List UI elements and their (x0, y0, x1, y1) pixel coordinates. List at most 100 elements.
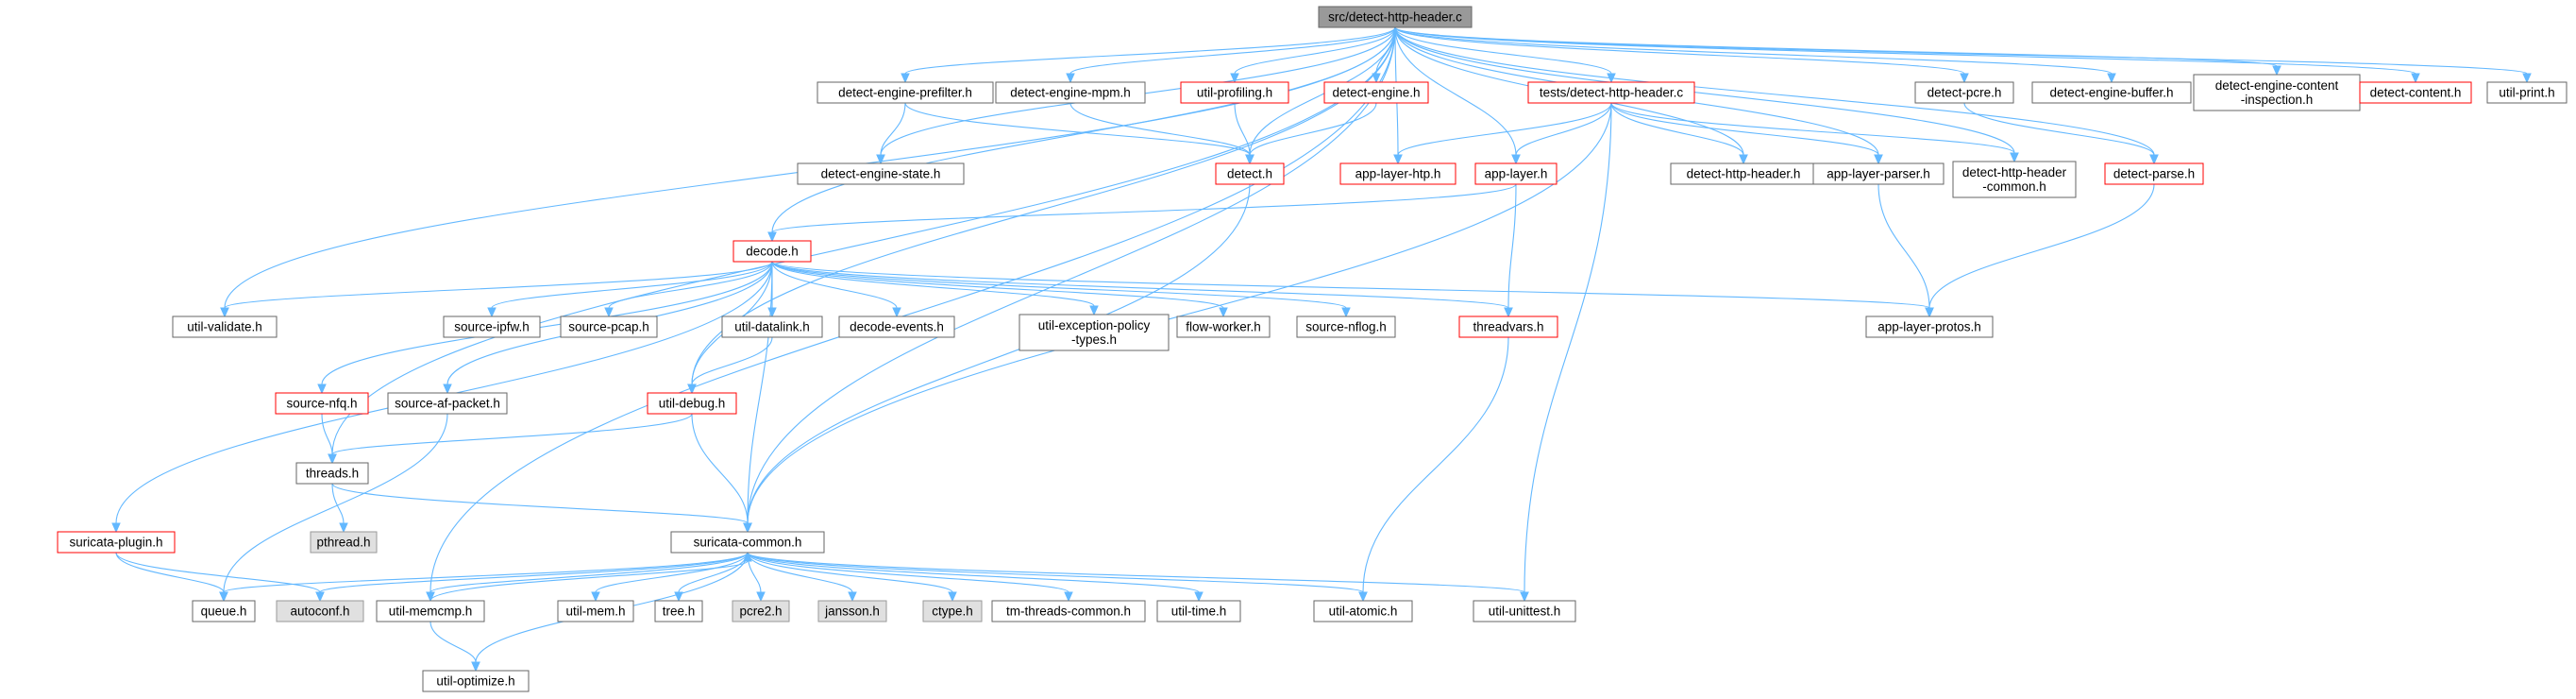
graph-node-httpheader[interactable]: detect-http-header.h (1670, 162, 1817, 185)
graph-node-detect[interactable]: detect.h (1215, 162, 1285, 185)
graph-node-afpacket[interactable]: source-af-packet.h (387, 392, 508, 415)
graph-node-prefilter[interactable]: detect-engine-prefilter.h (817, 81, 994, 104)
node-box (2104, 162, 2204, 185)
node-label: threadvars.h (1473, 320, 1543, 334)
arrowhead (876, 154, 885, 165)
graph-node-tests[interactable]: tests/detect-http-header.c (1527, 81, 1695, 104)
graph-node-memcmp[interactable]: util-memcmp.h (376, 600, 485, 622)
graph-node-engine[interactable]: detect-engine.h (1323, 81, 1429, 104)
node-label: detect-parse.h (2113, 167, 2195, 181)
graph-node-buffer[interactable]: detect-engine-buffer.h (2031, 81, 2192, 104)
node-box (1339, 162, 1456, 185)
graph-node-mpm[interactable]: detect-engine-mpm.h (995, 81, 1146, 104)
graph-node-pthread[interactable]: pthread.h (310, 531, 378, 554)
graph-node-nfq[interactable]: source-nfq.h (275, 392, 369, 415)
node-box (1952, 161, 2077, 198)
graph-node-state[interactable]: detect-engine-state.h (797, 162, 965, 185)
graph-node-httpcommon[interactable]: detect-http-header-common.h (1952, 161, 2077, 198)
arrowhead (1089, 305, 1099, 316)
graph-node-datalink[interactable]: util-datalink.h (721, 315, 823, 338)
edge-pcre-to-parse (1963, 102, 2155, 156)
node-label: -common.h (1982, 179, 2046, 194)
node-box (57, 531, 176, 554)
graph-node-pcap[interactable]: source-pcap.h (560, 315, 658, 338)
graph-node-root[interactable]: src/detect-http-header.c (1318, 6, 1473, 28)
node-box (2359, 81, 2472, 104)
graph-node-pcre2[interactable]: pcre2.h (732, 600, 790, 622)
arrowhead (339, 522, 348, 534)
edge-parse-to-protos (1928, 183, 2155, 309)
edge-prefilter-to-state (880, 102, 906, 156)
graph-node-flowworker[interactable]: flow-worker.h (1176, 315, 1271, 338)
node-label: detect-engine-content (2215, 78, 2339, 93)
graph-node-parse[interactable]: detect-parse.h (2104, 162, 2204, 185)
node-box (995, 81, 1146, 104)
edge-root-to-threads (331, 26, 1396, 455)
graph-node-events[interactable]: decode-events.h (838, 315, 955, 338)
graph-node-tmcommon[interactable]: tm-threads-common.h (991, 600, 1146, 622)
node-label: util-optimize.h (436, 674, 514, 689)
arrowhead (901, 73, 910, 84)
node-label: source-nfq.h (286, 397, 357, 411)
arrowhead (328, 453, 337, 465)
graph-node-print[interactable]: util-print.h (2486, 81, 2568, 104)
node-box (1019, 314, 1170, 351)
graph-node-ipfw[interactable]: source-ipfw.h (443, 315, 541, 338)
node-label: -types.h (1071, 332, 1117, 347)
node-box (991, 600, 1146, 622)
graph-node-decode[interactable]: decode.h (732, 240, 812, 263)
arrowhead (1219, 307, 1228, 318)
arrowhead (1372, 73, 1381, 84)
graph-node-atomic[interactable]: util-atomic.h (1313, 600, 1413, 622)
edge-plugin-to-queue (115, 552, 225, 593)
edge-applayer-to-decode (771, 183, 1517, 233)
graph-node-htp[interactable]: app-layer-htp.h (1339, 162, 1456, 185)
graph-node-threads[interactable]: threads.h (295, 462, 369, 485)
edge-plugin-to-autoconf (115, 552, 321, 593)
graph-node-applayer[interactable]: app-layer.h (1474, 162, 1557, 185)
graph-node-tree[interactable]: tree.h (654, 600, 703, 622)
graph-node-pcre[interactable]: detect-pcre.h (1914, 81, 2014, 104)
arrowhead (1511, 154, 1521, 165)
node-label: detect-engine-buffer.h (2049, 86, 2173, 100)
graph-node-common[interactable]: suricata-common.h (670, 531, 825, 554)
graph-node-profiling[interactable]: util-profiling.h (1180, 81, 1289, 104)
graph-node-exception[interactable]: util-exception-policy-types.h (1019, 314, 1170, 351)
node-box (560, 315, 658, 338)
graph-node-validate[interactable]: util-validate.h (172, 315, 278, 338)
node-label: tests/detect-http-header.c (1540, 86, 1684, 100)
edge-root-to-httpcommon (1394, 26, 2015, 154)
graph-node-protos[interactable]: app-layer-protos.h (1865, 315, 1994, 338)
node-box (172, 315, 278, 338)
arrowhead (1739, 154, 1748, 165)
edge-debug-to-threads (331, 413, 693, 455)
graph-node-contentinsp[interactable]: detect-engine-content-inspection.h (2193, 74, 2361, 111)
node-box (387, 392, 508, 415)
graph-node-mem[interactable]: util-mem.h (557, 600, 634, 622)
graph-node-content[interactable]: detect-content.h (2359, 81, 2472, 104)
node-label: detect-engine-state.h (821, 167, 941, 181)
node-box (1474, 162, 1557, 185)
node-label: app-layer-htp.h (1355, 167, 1441, 181)
graph-node-jansson[interactable]: jansson.h (817, 600, 887, 622)
graph-node-queue[interactable]: queue.h (192, 600, 256, 622)
node-label: autoconf.h (290, 605, 349, 619)
graph-node-nflog[interactable]: source-nflog.h (1296, 315, 1396, 338)
graph-node-threadvars[interactable]: threadvars.h (1458, 315, 1558, 338)
arrowhead (2522, 73, 2532, 84)
graph-node-autoconf[interactable]: autoconf.h (276, 600, 364, 622)
node-box (1318, 6, 1473, 28)
graph-node-optimize[interactable]: util-optimize.h (422, 670, 530, 692)
graph-node-debug[interactable]: util-debug.h (647, 392, 737, 415)
graph-node-plugin[interactable]: suricata-plugin.h (57, 531, 176, 554)
node-label: detect-engine-prefilter.h (838, 86, 972, 100)
node-label: pthread.h (316, 536, 370, 550)
arrowhead (2107, 73, 2116, 84)
node-label: suricata-plugin.h (69, 536, 162, 550)
node-label: pcre2.h (739, 605, 782, 619)
graph-node-parser[interactable]: app-layer-parser.h (1812, 162, 1945, 185)
node-label: util-time.h (1171, 605, 1227, 619)
graph-node-time[interactable]: util-time.h (1156, 600, 1241, 622)
graph-node-ctype[interactable]: ctype.h (922, 600, 983, 622)
graph-node-unittest[interactable]: util-unittest.h (1473, 600, 1576, 622)
